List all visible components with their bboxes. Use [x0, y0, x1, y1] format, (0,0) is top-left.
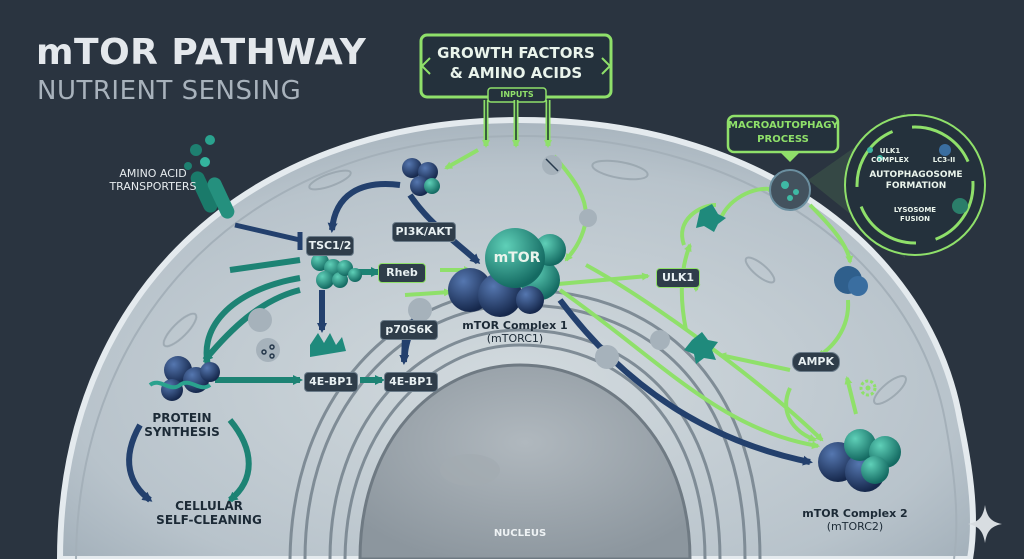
- inputs-box-label: GROWTH FACTORS & AMINO ACIDS: [421, 43, 611, 83]
- autophagosome-icon: [834, 266, 868, 296]
- fusion-label: LYSOSOME FUSION: [885, 206, 945, 224]
- lc3-label: LC3-II: [932, 156, 956, 164]
- ulk1-node: ULK1: [656, 268, 700, 288]
- inputs-tag: INPUTS: [500, 90, 534, 99]
- mtorc1-line2: (mTORC1): [486, 331, 544, 345]
- inputs-label-line2: & AMINO ACIDS: [449, 64, 583, 82]
- mtorc1-label: mTOR Complex 1 (mTORC1): [455, 319, 575, 345]
- mtor-label: mTOR: [493, 250, 541, 266]
- amino-transporters-label: AMINO ACID TRANSPORTERS: [88, 167, 218, 193]
- inputs-label-line1: GROWTH FACTORS: [437, 44, 595, 62]
- sparkle-icon: [968, 505, 1002, 543]
- ampk-icon: [684, 204, 726, 364]
- pi3k-node: PI3K/AKT: [392, 222, 456, 242]
- protein-synthesis-icon: [148, 356, 220, 401]
- ulk1-complex-label: ULK1 COMPLEX: [870, 147, 910, 165]
- protein-line1: PROTEIN: [152, 411, 212, 425]
- fusion-line1: LYSOSOME: [893, 206, 937, 214]
- autophagy-label-line1: MACROAUTOPHAGY: [728, 120, 839, 131]
- protein-line2: SYNTHESIS: [144, 424, 220, 439]
- fusion-line2: FUSION: [900, 215, 930, 223]
- mtor-complex-icon: [448, 228, 566, 317]
- cleaning-line2: SELF-CLEANING: [156, 512, 262, 527]
- nucleus-label: NUCLEUS: [493, 528, 547, 539]
- ulk1-complex-line1: ULK1: [879, 147, 901, 155]
- mtorc2-label: mTOR Complex 2 (mTORC2): [790, 507, 920, 533]
- p70-node: p70S6K: [380, 320, 438, 340]
- tsc-complex-icon: [311, 253, 348, 289]
- rheb-cluster-icon: [337, 260, 362, 282]
- 4ebp1-right-node: 4E-BP1: [384, 372, 438, 392]
- amino-line1: AMINO ACID: [119, 167, 187, 180]
- amino-acid-transporter-icon: [184, 135, 235, 219]
- growth-factor-cluster-icon: [402, 158, 440, 196]
- 4ebp1-left-node: 4E-BP1: [304, 372, 358, 392]
- mtorc2-line2: (mTORC2): [826, 519, 884, 533]
- formation-line1: AUTOPHAGOSOME: [869, 170, 963, 180]
- self-cleaning-label: CELLULAR SELF-CLEANING: [144, 499, 274, 528]
- autophagy-detail-panel: [808, 112, 986, 258]
- amino-line2: TRANSPORTERS: [109, 179, 197, 193]
- protein-synthesis-label: PROTEIN SYNTHESIS: [132, 411, 232, 440]
- mtorc2-line1: mTOR Complex 2: [802, 507, 908, 520]
- page-title: mTOR PATHWAY: [36, 32, 367, 73]
- 4ebp1-structure-icon: [310, 333, 346, 357]
- ampk-node: AMPK: [792, 352, 840, 372]
- mtorc1-line1: mTOR Complex 1: [462, 319, 568, 332]
- mtorc2-complex-icon: [818, 429, 901, 492]
- formation-line2: FORMATION: [885, 181, 947, 191]
- formation-label: AUTOPHAGOSOME FORMATION: [866, 170, 966, 192]
- ulk1-complex-line2: COMPLEX: [871, 156, 909, 164]
- gear-icon: [859, 379, 877, 397]
- rheb-node: Rheb: [378, 263, 426, 283]
- tsc-node: TSC1/2: [306, 236, 354, 256]
- ulk1-complex-icon: [769, 169, 811, 211]
- page-subtitle: NUTRIENT SENSING: [37, 76, 302, 106]
- nucleus: [358, 363, 692, 559]
- autophagy-label-line2: PROCESS: [757, 134, 809, 145]
- cleaning-line1: CELLULAR: [175, 499, 243, 513]
- autophagy-box-label: MACROAUTOPHAGY PROCESS: [728, 119, 839, 147]
